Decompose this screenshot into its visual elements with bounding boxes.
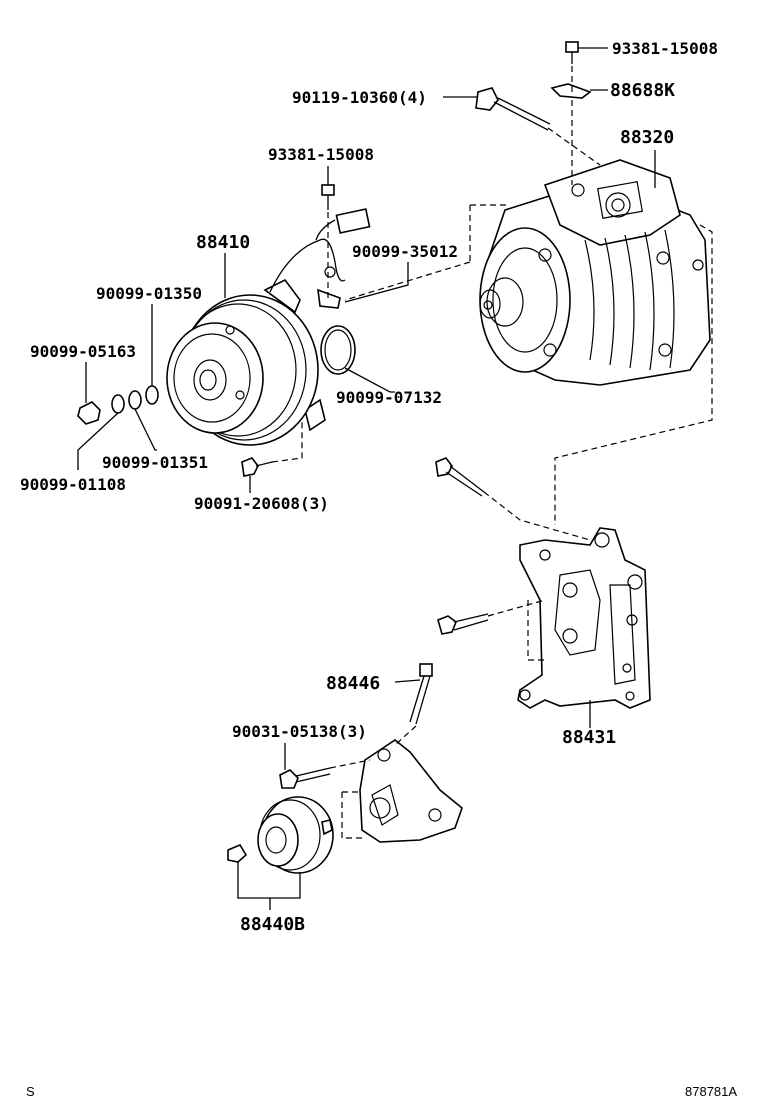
bolt-90031 xyxy=(279,767,331,789)
label-90099-05163: 90099-05163 xyxy=(30,342,136,361)
compressor-88320 xyxy=(479,159,711,386)
label-88446: 88446 xyxy=(326,673,380,694)
label-90099-35012: 90099-35012 xyxy=(352,242,458,261)
label-93381-mid: 93381-15008 xyxy=(268,145,374,164)
label-90031: 90031-05138(3) xyxy=(232,722,367,741)
assembly-lines xyxy=(271,66,713,839)
label-90091: 90091-20608(3) xyxy=(194,494,329,513)
magnetic-clutch-88410 xyxy=(166,278,326,446)
label-90099-01350: 90099-01350 xyxy=(96,284,202,303)
footer-left-mark: S xyxy=(26,1084,35,1099)
bolt-90091 xyxy=(241,457,273,477)
bracket-bolt-upper xyxy=(435,457,485,497)
label-93381-top: 93381-15008 xyxy=(612,39,718,58)
label-88688k: 88688K xyxy=(610,80,675,101)
bracket-88688k xyxy=(550,83,592,99)
label-90099-01108: 90099-01108 xyxy=(20,475,126,494)
bolt-93381-mid xyxy=(321,184,335,210)
label-90119: 90119-10360(4) xyxy=(292,88,427,107)
idler-pulley-88440b xyxy=(227,796,334,874)
label-88440b: 88440B xyxy=(240,914,305,935)
label-90099-01351: 90099-01351 xyxy=(102,453,208,472)
label-88320: 88320 xyxy=(620,127,674,148)
label-88431: 88431 xyxy=(562,727,616,748)
bolt-90119 xyxy=(475,87,551,131)
label-90099-07132: 90099-07132 xyxy=(336,388,442,407)
clutch-washers-nut xyxy=(77,385,159,425)
clutch-lead-wire xyxy=(269,208,371,309)
idler-bracket xyxy=(359,739,463,843)
snap-ring xyxy=(320,325,356,375)
bracket-bolt-lower xyxy=(437,613,489,635)
illustration-id: 878781A xyxy=(685,1084,737,1099)
stud-bolt-88446 xyxy=(409,663,433,725)
compressor-bracket-88431 xyxy=(517,527,651,709)
label-88410: 88410 xyxy=(196,232,250,253)
bolt-93381-top xyxy=(565,41,579,64)
leader-lines xyxy=(77,47,656,910)
